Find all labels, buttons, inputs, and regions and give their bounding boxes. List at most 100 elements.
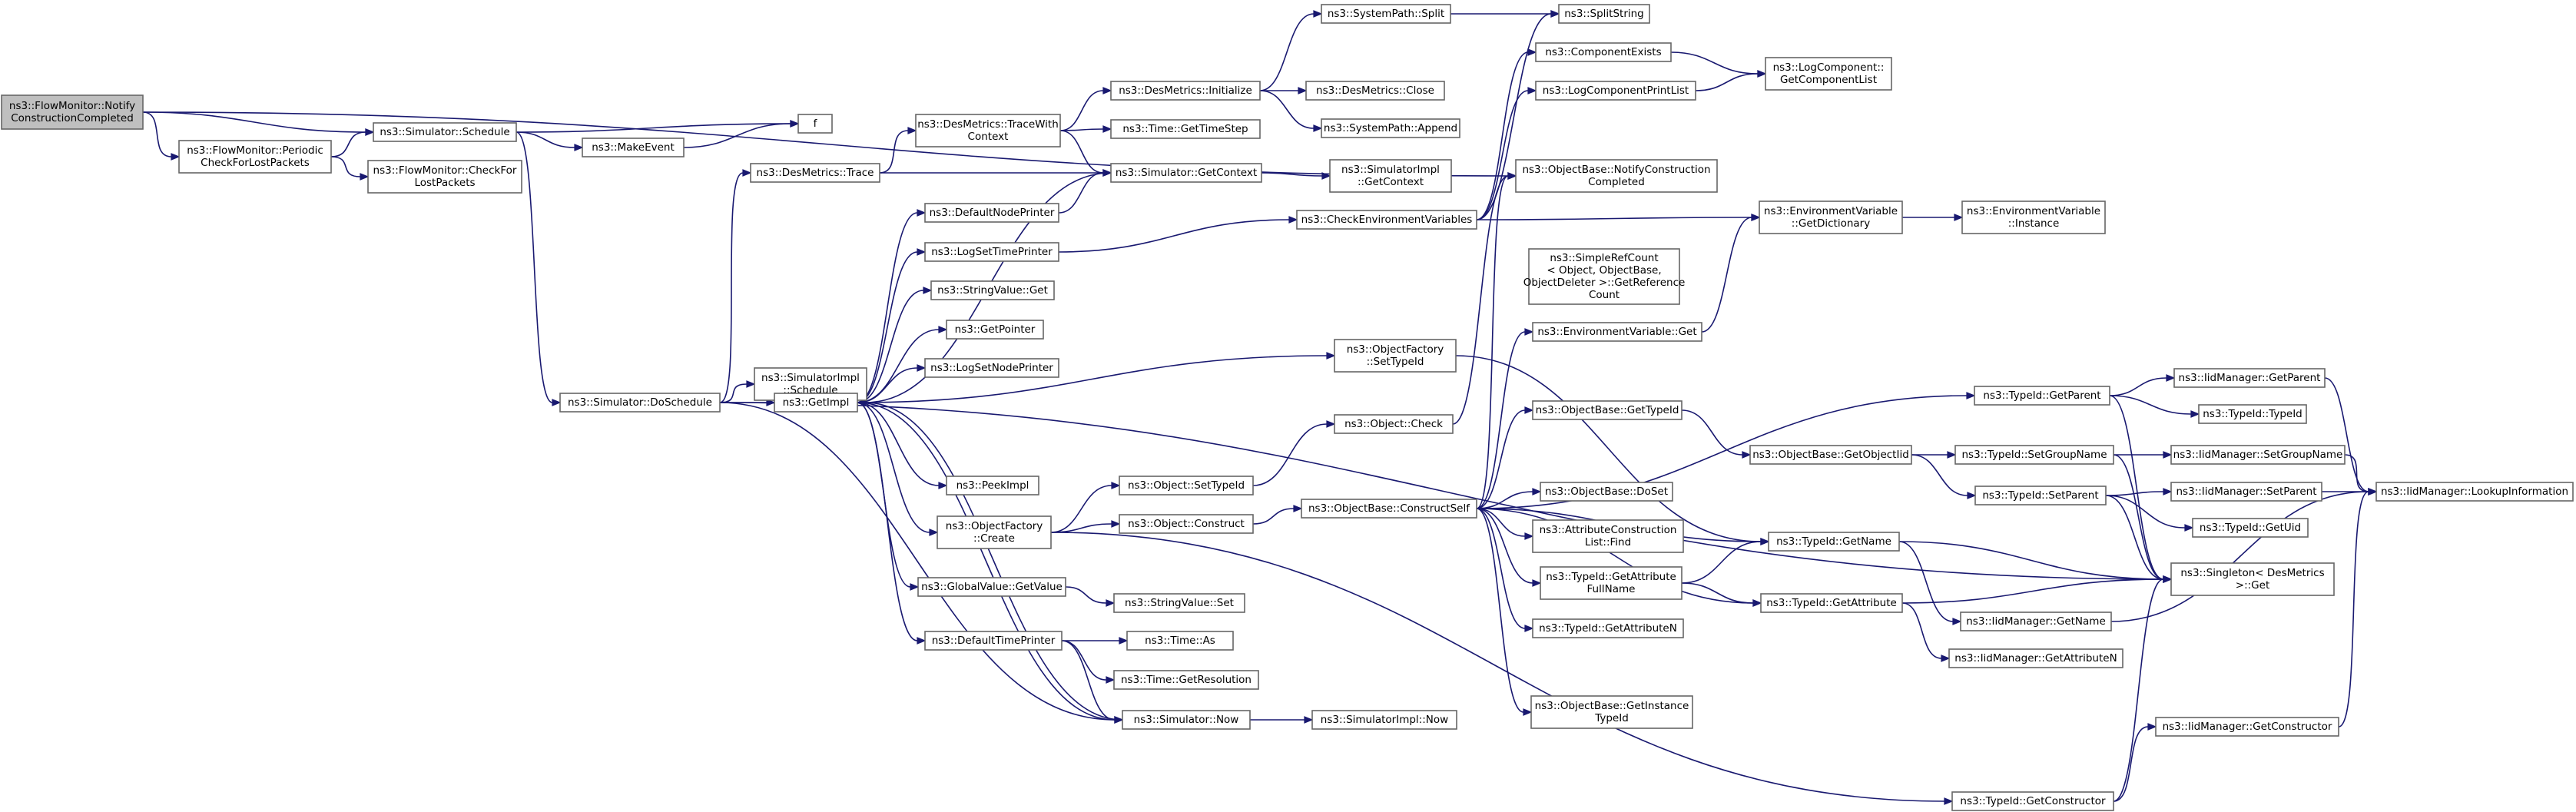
node-checkenv[interactable]: ns3::CheckEnvironmentVariables	[1296, 210, 1477, 230]
node-typeidtypeid[interactable]: ns3::TypeId::TypeId	[2198, 404, 2307, 424]
node-iidgetconstructor[interactable]: ns3::IidManager::GetConstructor	[2155, 717, 2339, 737]
node-label-line: ns3::Object::Construct	[1128, 518, 1245, 530]
node-objbasegettypeid[interactable]: ns3::ObjectBase::GetTypeId	[1532, 400, 1683, 420]
edge-root-to-schedule	[142, 111, 375, 136]
node-checkfor[interactable]: ns3::FlowMonitor::CheckForLostPackets	[367, 160, 522, 194]
node-doschedule[interactable]: ns3::Simulator::DoSchedule	[559, 393, 721, 413]
node-timeas[interactable]: ns3::Time::As	[1126, 631, 1234, 651]
node-label-line: ns3::TypeId::SetGroupName	[1961, 449, 2107, 461]
edge-simnow-to-getimpl	[856, 399, 1123, 721]
edge-typeidgetconstructor-to-singletonget	[2113, 575, 2173, 802]
node-append[interactable]: ns3::SystemPath::Append	[1321, 118, 1460, 138]
node-typeidsetgroupname[interactable]: ns3::TypeId::SetGroupName	[1954, 445, 2114, 465]
node-trace[interactable]: ns3::DesMetrics::Trace	[750, 163, 880, 183]
node-getresolution[interactable]: ns3::Time::GetResolution	[1113, 670, 1259, 690]
node-objfactorysettypeid[interactable]: ns3::ObjectFactory::SetTypeId	[1334, 339, 1457, 373]
node-iidgetattrn[interactable]: ns3::IidManager::GetAttributeN	[1948, 648, 2123, 668]
node-gettypeidattrn[interactable]: ns3::TypeId::GetAttributeN	[1532, 618, 1684, 638]
node-iidgetname[interactable]: ns3::IidManager::GetName	[1960, 611, 2112, 631]
node-deftimeprinter[interactable]: ns3::DefaultTimePrinter	[924, 631, 1063, 651]
node-label-line: ns3::Simulator::DoSchedule	[568, 396, 712, 409]
node-f[interactable]: f	[797, 114, 833, 134]
node-getcontext[interactable]: ns3::Simulator::GetContext	[1110, 163, 1262, 183]
node-label-line: ns3::SimulatorImpl	[761, 372, 860, 384]
node-label-line: ConstructionCompleted	[11, 112, 134, 124]
node-compexists[interactable]: ns3::ComponentExists	[1535, 42, 1672, 62]
node-logcompprint[interactable]: ns3::LogComponentPrintList	[1535, 81, 1696, 101]
node-simimplnow[interactable]: ns3::SimulatorImpl::Now	[1311, 710, 1457, 730]
node-init[interactable]: ns3::DesMetrics::Initialize	[1110, 81, 1261, 101]
node-iidgetparent[interactable]: ns3::IidManager::GetParent	[2173, 368, 2326, 388]
node-label-line: ns3::IidManager::SetParent	[2177, 486, 2317, 498]
node-typeidsetparent[interactable]: ns3::TypeId::SetParent	[1974, 486, 2107, 505]
node-typeidgetattr[interactable]: ns3::TypeId::GetAttribute	[1760, 593, 1903, 613]
node-label-line: ::GetDictionary	[1792, 217, 1870, 230]
node-objsettypeid[interactable]: ns3::Object::SetTypeId	[1119, 476, 1254, 495]
node-root[interactable]: ns3::FlowMonitor::NotifyConstructionComp…	[1, 94, 144, 130]
node-label-line: ns3::TypeId::GetAttributeN	[1539, 622, 1677, 635]
node-getcomplist[interactable]: ns3::LogComponent::GetComponentList	[1765, 57, 1892, 91]
node-globalvalueget[interactable]: ns3::GlobalValue::GetValue	[917, 577, 1066, 597]
node-label-line: ns3::IidManager::LookupInformation	[2381, 486, 2568, 498]
node-iidlookup[interactable]: ns3::IidManager::LookupInformation	[2375, 482, 2574, 502]
node-schedule[interactable]: ns3::Simulator::Schedule	[373, 122, 517, 142]
node-simimplgetcontext[interactable]: ns3::SimulatorImpl::GetContext	[1329, 159, 1452, 193]
node-getobjectiid[interactable]: ns3::ObjectBase::GetObjectIid	[1749, 445, 1912, 465]
node-label-line: ns3::SimulatorImpl	[1341, 164, 1440, 176]
edge-gettypeidattrfull-to-typeidgetattr	[1681, 582, 1762, 607]
node-objfactorycreate[interactable]: ns3::ObjectFactory::Create	[937, 515, 1052, 549]
edge-iidgetconstructor-to-iidlookup	[2338, 488, 2378, 727]
node-typeidgetconstructor[interactable]: ns3::TypeId::GetConstructor	[1951, 791, 2114, 811]
node-label-line: ns3::GlobalValue::GetValue	[921, 581, 1063, 593]
node-label-line: ns3::MakeEvent	[592, 141, 675, 154]
node-getpointer[interactable]: ns3::GetPointer	[946, 320, 1044, 340]
node-objcheck[interactable]: ns3::Object::Check	[1334, 414, 1454, 434]
node-makeevent[interactable]: ns3::MakeEvent	[582, 138, 685, 157]
node-typeidgetparent[interactable]: ns3::TypeId::GetParent	[1974, 386, 2110, 406]
node-label-line: Count	[1589, 289, 1620, 301]
edge-logsettimeprinter-to-checkenv	[1058, 216, 1298, 253]
node-simnow[interactable]: ns3::Simulator::Now	[1122, 710, 1251, 730]
node-label-line: ns3::LogSetTimePrinter	[931, 246, 1053, 258]
node-singletonget[interactable]: ns3::Singleton< DesMetrics >::Get	[2170, 562, 2335, 596]
node-split[interactable]: ns3::SystemPath::Split	[1321, 4, 1451, 24]
node-label-line: ns3::SystemPath::Split	[1328, 8, 1444, 20]
node-periodic[interactable]: ns3::FlowMonitor::PeriodicCheckForLostPa…	[178, 140, 332, 174]
node-defnodeprinter[interactable]: ns3::DefaultNodePrinter	[924, 203, 1059, 223]
node-splitstring[interactable]: ns3::SplitString	[1558, 4, 1650, 24]
node-logsetnodeprinter[interactable]: ns3::LogSetNodePrinter	[924, 358, 1059, 378]
edge-getimpl-to-simnow	[857, 402, 1124, 724]
node-close[interactable]: ns3::DesMetrics::Close	[1305, 81, 1445, 101]
node-label-line: ns3::Simulator::Now	[1134, 714, 1239, 726]
node-stringvalueget[interactable]: ns3::StringValue::Get	[930, 280, 1055, 300]
node-constructself[interactable]: ns3::ObjectBase::ConstructSelf	[1301, 499, 1477, 519]
node-iidsetparent[interactable]: ns3::IidManager::SetParent	[2170, 482, 2322, 502]
node-logsettimeprinter[interactable]: ns3::LogSetTimePrinter	[924, 242, 1059, 262]
node-notifyconst[interactable]: ns3::ObjectBase::NotifyConstructionCompl…	[1515, 159, 1718, 193]
node-typeidgetuid[interactable]: ns3::TypeId::GetUid	[2192, 518, 2309, 538]
edge-tracewith-to-init	[1059, 87, 1112, 131]
node-getimpl[interactable]: ns3::GetImpl	[774, 393, 858, 413]
node-envget[interactable]: ns3::EnvironmentVariable::Get	[1532, 322, 1702, 342]
node-objbasedoset[interactable]: ns3::ObjectBase::DoSet	[1540, 482, 1673, 502]
node-envgetdict[interactable]: ns3::EnvironmentVariable::GetDictionary	[1759, 201, 1903, 234]
node-peekimpl[interactable]: ns3::PeekImpl	[946, 476, 1039, 495]
node-objconstruct[interactable]: ns3::Object::Construct	[1119, 514, 1254, 534]
node-label-line: ns3::TypeId::SetParent	[1982, 489, 2098, 502]
node-stringvalueset[interactable]: ns3::StringValue::Set	[1113, 593, 1245, 613]
node-envinstance[interactable]: ns3::EnvironmentVariable::Instance	[1961, 201, 2106, 234]
edge-typeidsetparent-to-singletonget	[2105, 495, 2173, 583]
node-iidsetgroupname[interactable]: ns3::IidManager::SetGroupName	[2170, 445, 2346, 465]
node-simplerefcount[interactable]: ns3::SimpleRefCount< Object, ObjectBase,…	[1523, 248, 1686, 305]
node-label-line: CheckForLostPackets	[201, 157, 310, 169]
edge-compexists-to-getcomplist	[1670, 51, 1767, 78]
edge-split-to-splitstring	[1450, 10, 1560, 18]
node-gettimestep[interactable]: ns3::Time::GetTimeStep	[1110, 119, 1261, 139]
node-typeidgetname[interactable]: ns3::TypeId::GetName	[1768, 532, 1900, 552]
node-label-line: ns3::FlowMonitor::Periodic	[187, 144, 323, 157]
edge-getimpl-to-peekimpl	[857, 402, 948, 489]
